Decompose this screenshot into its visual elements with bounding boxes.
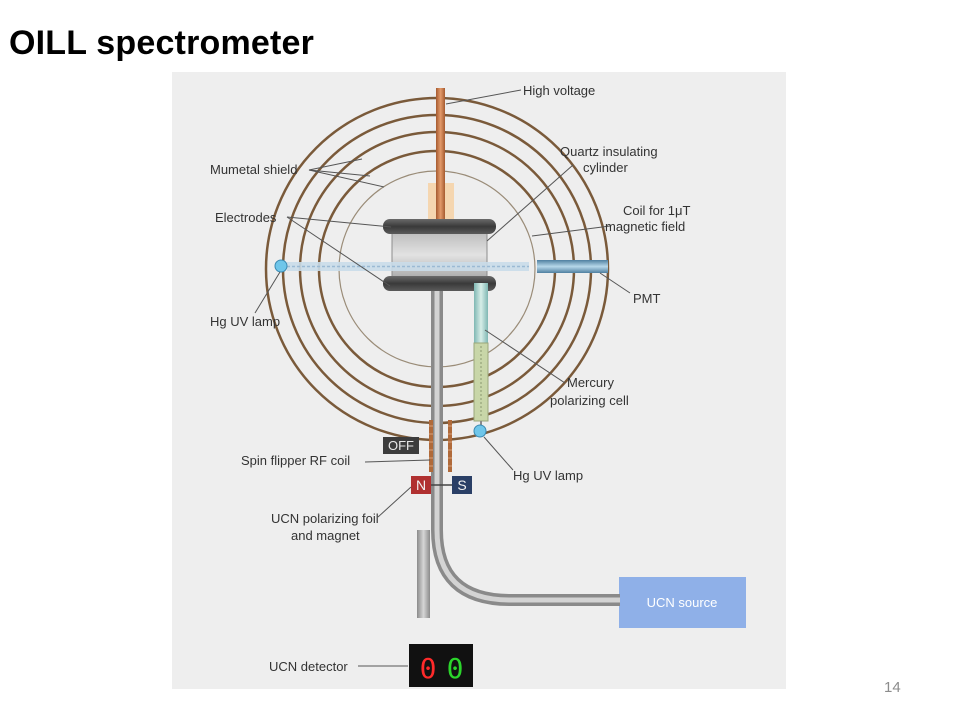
spin-flipper-coil-right (448, 420, 452, 472)
hg-uv-lamp-bottom (473, 424, 487, 438)
high-voltage-rod (436, 88, 445, 234)
flipper-state-badge[interactable] (383, 437, 419, 454)
label-pmt: PMT (633, 291, 661, 306)
ucn-guide-tube-highlight (434, 282, 620, 603)
flipper-state-text: OFF (388, 438, 414, 453)
label-mercury-line1: Mercury (567, 375, 614, 390)
label-quartz-line2: cylinder (583, 160, 628, 175)
pmt-tube (537, 260, 608, 273)
magnet-north-pole (411, 476, 431, 494)
label-quartz-line1: Quartz insulating (560, 144, 658, 159)
label-ucn-detector: UCN detector (269, 659, 348, 674)
ucn-detector-display (409, 644, 473, 687)
label-spin-flipper: Spin flipper RF coil (241, 453, 350, 468)
detector-digit-left: 0 (420, 652, 437, 685)
hg-uv-lamp-left (274, 259, 288, 273)
mercury-cell-tube (474, 283, 488, 343)
label-coil-line1: Coil for 1μT (623, 203, 691, 218)
label-polarizing-line1: UCN polarizing foil (271, 511, 379, 526)
slide-title: OILL spectrometer (9, 24, 315, 62)
page-number: 14 (884, 679, 901, 696)
ucn-source-label: UCN source (647, 595, 718, 610)
magnet-south-pole (452, 476, 472, 494)
label-mumetal-shield: Mumetal shield (210, 162, 297, 177)
ucn-source-box (619, 577, 746, 628)
spin-flipper-coil-left (429, 420, 433, 472)
detector-digit-right: 0 (447, 652, 464, 685)
magnet-south-label: S (457, 477, 466, 493)
electrode-bottom (383, 276, 496, 291)
label-electrodes: Electrodes (215, 210, 277, 225)
label-coil-line2: magnetic field (605, 219, 685, 234)
label-hg-uv-lamp-bottom: Hg UV lamp (513, 468, 583, 483)
electrode-top (383, 219, 496, 234)
label-polarizing-line2: and magnet (291, 528, 360, 543)
storage-cell-cylinder (391, 229, 488, 281)
leader-lines (254, 89, 631, 667)
label-mercury-line2: polarizing cell (550, 393, 629, 408)
label-hg-uv-lamp-left: Hg UV lamp (210, 314, 280, 329)
ucn-guide-detector-section (417, 530, 430, 618)
label-high-voltage: High voltage (523, 83, 595, 98)
magnet-north-label: N (416, 477, 426, 493)
